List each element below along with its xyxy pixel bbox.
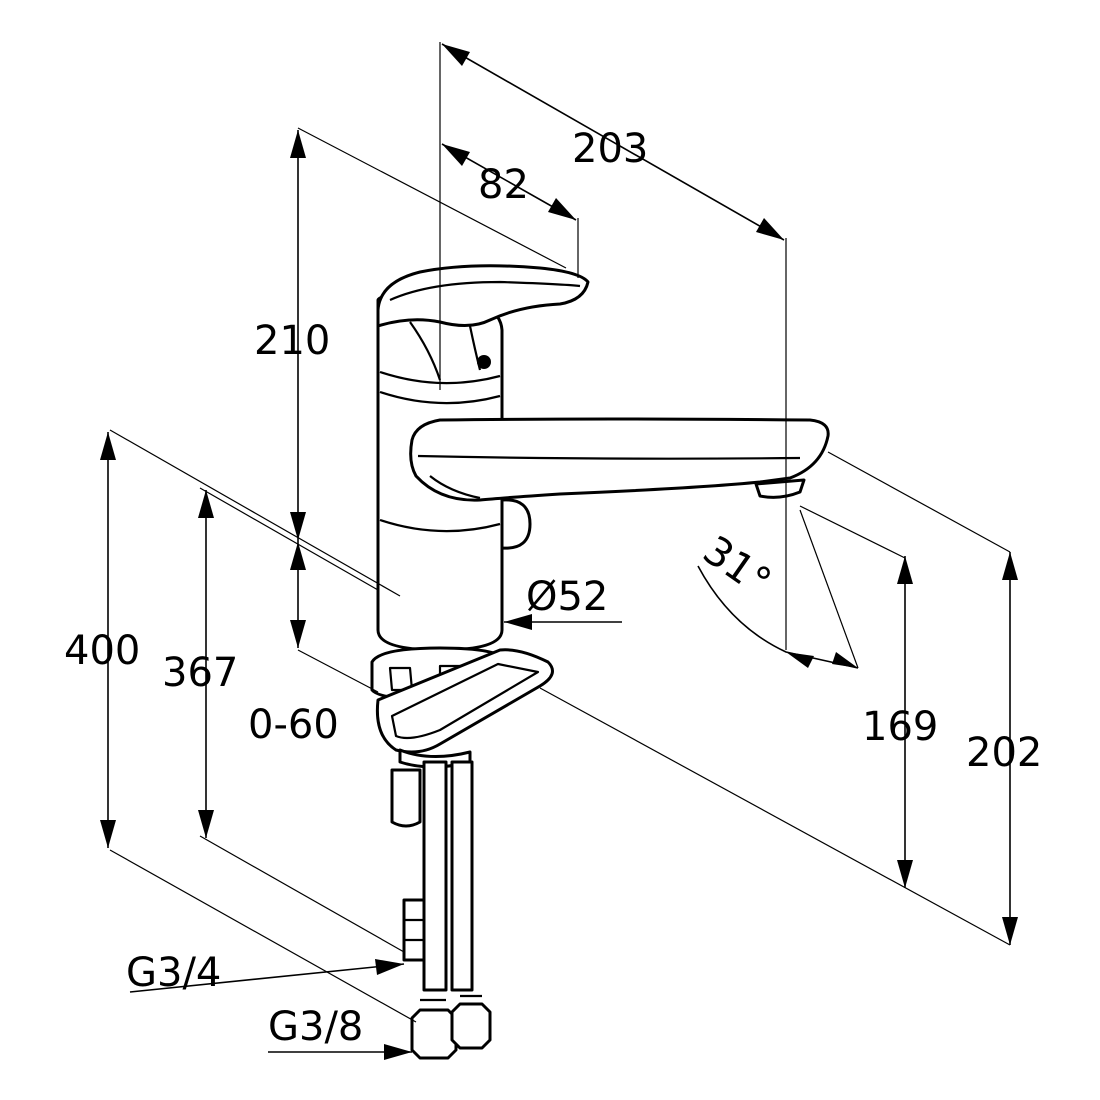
label-400: 400 — [64, 628, 140, 674]
nut-right — [450, 1002, 492, 1050]
lever-handle — [376, 264, 590, 328]
label-203: 203 — [572, 126, 648, 172]
connector-g34 — [402, 898, 426, 962]
label-angle-31: 31° — [695, 527, 779, 605]
aerator — [754, 478, 806, 499]
label-82: 82 — [478, 162, 529, 208]
label-169: 169 — [862, 704, 938, 750]
threaded-rod — [390, 768, 422, 828]
label-202: 202 — [966, 730, 1042, 776]
dimension-labels: 203 82 210 400 367 0-60 Ø52 31° 169 202 … — [64, 126, 1042, 1050]
label-367: 367 — [162, 650, 238, 696]
fixing-plate — [375, 648, 554, 754]
label-210: 210 — [254, 318, 330, 364]
label-g38: G3/8 — [268, 1004, 363, 1050]
side-knob — [500, 498, 532, 550]
faucet — [370, 264, 830, 1060]
hose-left — [422, 760, 448, 992]
label-diameter-52: Ø52 — [526, 574, 608, 620]
nut-left — [410, 1008, 458, 1060]
label-0-60: 0-60 — [248, 702, 339, 748]
label-g34: G3/4 — [126, 950, 221, 996]
dimension-lines — [100, 42, 1018, 1060]
handle-pivot — [477, 355, 491, 369]
hose-right — [450, 760, 474, 992]
